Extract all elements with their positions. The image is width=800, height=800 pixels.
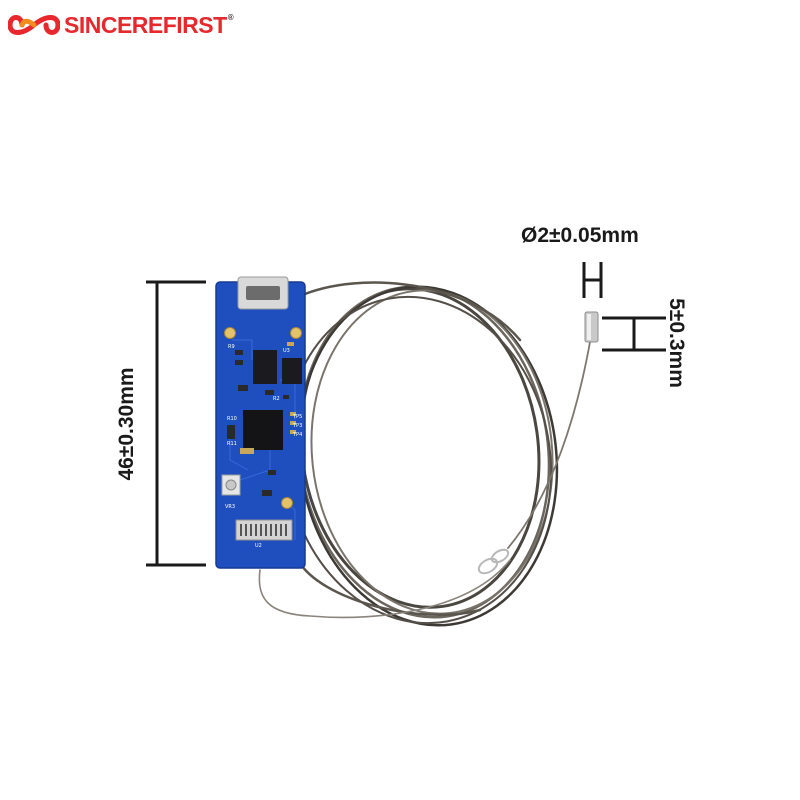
diameter-bracket: [582, 262, 603, 298]
silkscreen-label: R2: [273, 396, 280, 402]
silkscreen-label: U2: [255, 543, 262, 549]
silkscreen-label: TP4: [292, 432, 302, 438]
board-length-bracket: [146, 280, 206, 567]
silkscreen-label: R9: [228, 344, 235, 350]
silkscreen-label: TP3: [292, 423, 302, 429]
mounting-hole: [290, 327, 302, 339]
brand-mark-icon: [8, 15, 60, 35]
registered-mark: ®: [227, 12, 234, 22]
silkscreen-label: R10: [227, 416, 237, 422]
silkscreen-label: TP5: [292, 414, 302, 420]
mounting-hole: [224, 327, 236, 339]
silkscreen-label: VR3: [225, 504, 235, 510]
probe-length-dimension-label: 5±0.3mm: [665, 298, 688, 388]
probe-tip: [584, 311, 599, 343]
pcb-board: R9 R10 R11 U2 U3 VR3 R2 TP5 TP3 TP4: [215, 276, 306, 569]
twist-tie: [477, 548, 510, 575]
chip: [282, 358, 302, 384]
probe-length-bracket: [602, 316, 666, 352]
diameter-dimension-label: Ø2±0.05mm: [521, 224, 639, 247]
brand-logo: SINCEREFIRST®: [8, 8, 278, 42]
silkscreen-label: U3: [283, 348, 290, 354]
board-length-dimension-label: 46±0.30mm: [115, 367, 138, 481]
silkscreen-label: R11: [227, 441, 237, 447]
brand-name: SINCEREFIRST®: [64, 11, 234, 38]
wire-coil: [258, 281, 591, 627]
flex-connector: [235, 519, 293, 541]
mounting-hole: [281, 497, 293, 509]
chip-main: [243, 410, 283, 450]
chip: [253, 350, 277, 384]
